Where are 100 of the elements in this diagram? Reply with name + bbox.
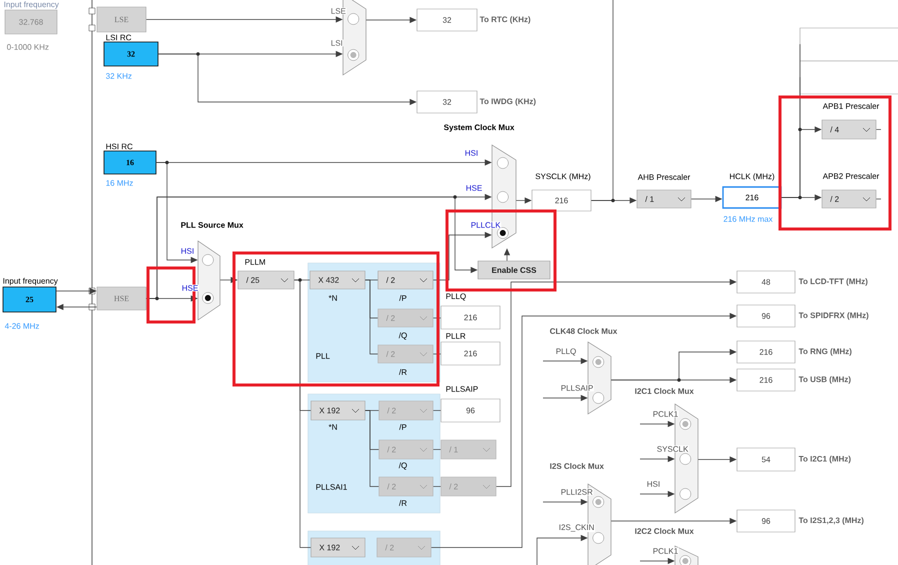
frequency-box: 96	[736, 304, 796, 328]
divider-label: *N	[328, 295, 337, 301]
heading-label: HCLK (MHz)	[730, 173, 774, 181]
range-label: 16 MHz	[106, 180, 133, 186]
connector-line	[432, 486, 442, 487]
destination-label: To RNG (MHz)	[798, 348, 852, 356]
button: Enable CSS	[478, 260, 550, 280]
dropdown: / 2	[378, 440, 434, 460]
connector-line	[294, 280, 312, 548]
empty-box	[800, 60, 898, 94]
edge-label: PCLK1	[652, 410, 679, 418]
edge-label: PLLCLK	[470, 222, 502, 228]
edge-label: PLLQ	[555, 348, 577, 356]
divider-label: /P	[399, 424, 406, 430]
divider-label: /Q	[398, 462, 407, 470]
edge-label: LSE	[330, 8, 347, 14]
edge-label: HSI	[180, 248, 195, 254]
value-field: 32	[104, 42, 158, 66]
destination-label: To LCD-TFT (MHz)	[798, 278, 868, 286]
heading-label: PLLQ	[446, 293, 466, 301]
frequency-box: 96	[736, 510, 796, 532]
edge-label: PLLSAIP	[560, 384, 594, 392]
connector-line	[364, 410, 380, 487]
destination-label: To USB (MHz)	[798, 376, 851, 384]
heading-label: APB2 Prescaler	[822, 173, 880, 179]
dropdown: / 1	[636, 190, 692, 208]
frequency-box: 48	[736, 270, 796, 294]
dropdown: / 2	[440, 476, 496, 496]
divider-label: /P	[399, 295, 406, 301]
frequency-box: 216	[440, 306, 500, 330]
destination-label: To SPIDFRX (MHz)	[798, 312, 868, 320]
edge-label: HSI	[646, 480, 661, 488]
oscillator-box: LSE	[96, 6, 146, 32]
divider-label: *N	[328, 424, 337, 430]
connector-line	[432, 410, 442, 411]
frequency-box: 216	[722, 186, 782, 209]
connector-line	[876, 198, 882, 200]
range-label: 32 KHz	[106, 73, 132, 79]
edge-label: SYSCLK	[656, 446, 689, 452]
range-label: 216 MHz max	[724, 216, 773, 222]
value-field: 16	[104, 150, 156, 174]
frequency-box: 96	[440, 398, 500, 422]
dropdown: X 192	[310, 538, 366, 558]
heading-label: HSI RC	[106, 144, 132, 150]
connector-line	[781, 77, 800, 198]
edge-label: HSE	[465, 184, 483, 192]
divider-label: /R	[399, 369, 407, 375]
frequency-box: 216	[736, 340, 796, 364]
dropdown: / 1	[440, 440, 496, 460]
connector-line	[364, 280, 378, 354]
edge-label: PCLK1	[652, 548, 679, 554]
destination-label: To I2S1,2,3 (MHz)	[798, 517, 864, 525]
destination-label: To I2C1 (MHz)	[798, 456, 851, 464]
destination-label: To RTC (KHz)	[480, 16, 530, 24]
dropdown: X 432	[310, 270, 366, 290]
connector-line	[876, 129, 882, 130]
dropdown: X 192	[310, 400, 366, 420]
heading-label: PLLM	[245, 259, 265, 265]
edge-label: I2S_CKIN	[558, 524, 595, 532]
heading-label: PLLR	[446, 333, 466, 339]
dropdown: / 2	[376, 538, 432, 558]
heading-label: Input frequency	[3, 278, 58, 286]
heading-label: AHB Prescaler	[638, 174, 690, 180]
edge-label: HSI	[464, 150, 479, 156]
heading-label: Input frequency	[4, 1, 59, 9]
frequency-box: 32	[416, 8, 478, 32]
dropdown: / 2	[822, 190, 876, 208]
heading-label: SYSCLK (MHz)	[536, 173, 590, 181]
heading-label: PLLSAIP	[446, 386, 478, 392]
heading-label: PLL Source Mux	[181, 222, 244, 228]
heading-label: LSI RC	[106, 34, 132, 40]
heading-label: CLK48 Clock Mux	[550, 328, 618, 334]
edge-label: PLLI2SR	[560, 488, 594, 496]
dropdown: / 2	[378, 270, 434, 290]
value-field: 25	[2, 286, 56, 312]
frequency-box: 216	[736, 368, 796, 392]
divider-label: /Q	[398, 332, 407, 340]
frequency-box: 216	[440, 342, 500, 366]
dropdown: / 2	[378, 308, 434, 328]
heading-label: I2C1 Clock Mux	[635, 388, 694, 394]
dropdown: / 2	[378, 400, 434, 420]
edge-label: LSI	[330, 40, 344, 46]
divider-label: /R	[399, 500, 407, 506]
heading-label: I2C2 Clock Mux	[635, 528, 694, 534]
heading-label: I2S Clock Mux	[550, 463, 604, 469]
heading-label: APB1 Prescaler	[822, 103, 880, 109]
destination-label: To IWDG (KHz)	[480, 98, 536, 106]
frequency-box: 216	[532, 190, 592, 212]
oscillator-box: HSE	[96, 286, 146, 310]
connector-line	[590, 0, 614, 201]
dropdown: / 25	[238, 270, 294, 290]
dropdown: / 2	[378, 344, 434, 364]
dropdown: / 4	[822, 120, 876, 140]
frequency-box: 54	[736, 448, 796, 472]
range-label: 4-26 MHz	[4, 323, 39, 329]
heading-label: System Clock Mux	[444, 124, 514, 132]
value-field: 32.768	[4, 10, 58, 34]
edge-label: HSE	[181, 284, 199, 292]
dropdown: / 2	[378, 476, 434, 496]
range-label: 0-1000 KHz	[7, 44, 49, 50]
